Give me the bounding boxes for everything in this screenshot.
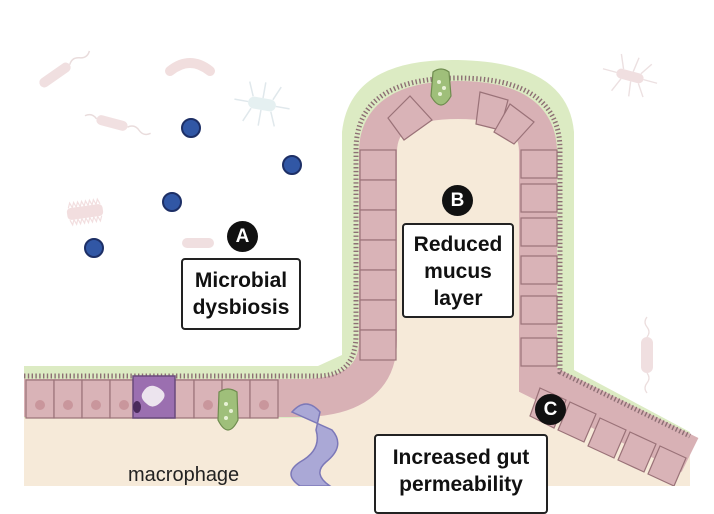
- flagellated-bacterium-icon: [234, 81, 290, 127]
- rod-bacterium-icon: [39, 50, 91, 88]
- epithelial-cells-top: [387, 91, 687, 486]
- label-line: layer: [433, 287, 483, 310]
- epithelial-cells-left: [359, 149, 397, 361]
- increased-permeability-label: Increased gut permeability: [374, 434, 548, 514]
- epithelial-cells-right: [520, 149, 558, 367]
- label-line: mucus: [424, 260, 492, 283]
- microvilli-border: [24, 75, 692, 439]
- dendritic-cell-icon: [132, 375, 176, 419]
- rod-bacterium-icon: [182, 238, 214, 248]
- label-c-badge: C: [535, 394, 566, 425]
- macrophage-caption: macrophage: [128, 464, 240, 486]
- label-a-badge: A: [227, 221, 258, 252]
- curved-bacterium-icon: [165, 58, 215, 76]
- reduced-mucus-label: Reduced mucus layer: [402, 223, 514, 318]
- coccus-bacterium-icon: [162, 192, 182, 212]
- rod-bacterium-icon: [641, 316, 653, 394]
- coccus-bacterium-icon: [181, 118, 201, 138]
- flagellated-bacterium-icon: [602, 53, 658, 98]
- label-line: dysbiosis: [192, 296, 290, 319]
- label-line: permeability: [399, 473, 523, 496]
- gut-epithelium-diagram: [24, 50, 699, 486]
- macrophage-icon: [290, 403, 339, 486]
- spiky-bacterium-icon: [66, 197, 104, 227]
- label-b-badge: B: [442, 185, 473, 216]
- goblet-cell-icon: [430, 68, 452, 106]
- label-line: Microbial: [194, 269, 288, 292]
- coccus-bacterium-icon: [84, 238, 104, 258]
- rod-bacterium-icon: [84, 113, 151, 136]
- label-line: Reduced: [413, 233, 503, 256]
- coccus-bacterium-icon: [282, 155, 302, 175]
- label-line: Increased gut: [392, 446, 530, 469]
- microbial-dysbiosis-label: Microbial dysbiosis: [181, 258, 301, 330]
- goblet-cell-icon: [217, 388, 239, 431]
- faded-microbes: [39, 50, 658, 394]
